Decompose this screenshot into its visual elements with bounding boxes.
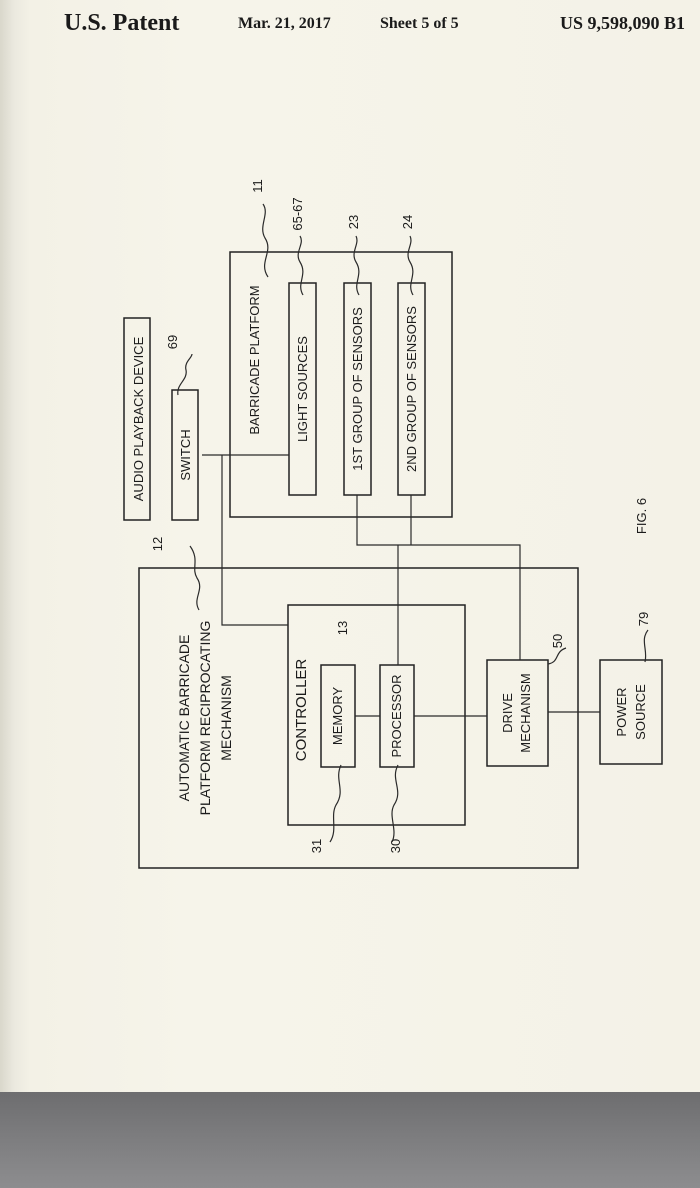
power-label-line1: POWER — [614, 687, 629, 736]
switch-label: SWITCH — [178, 429, 193, 480]
second-group-sensors-label: 2ND GROUP OF SENSORS — [404, 306, 419, 472]
drive-label-line1: DRIVE — [500, 693, 515, 733]
light-sources-label: LIGHT SOURCES — [295, 336, 310, 442]
ref-num-second-group: 24 — [400, 215, 415, 229]
mechanism-label-line1: AUTOMATIC BARRICADE — [176, 635, 192, 802]
ref-num-processor: 30 — [388, 839, 403, 853]
mechanism-label-line3: MECHANISM — [218, 675, 234, 761]
ref-num-switch: 69 — [165, 335, 180, 349]
scanner-bed-background — [0, 1092, 700, 1188]
ref-num-mechanism: 12 — [150, 537, 165, 551]
ref-num-platform: 11 — [250, 179, 265, 193]
mechanism-label-line2: PLATFORM RECIPROCATING — [197, 621, 213, 816]
processor-label: PROCESSOR — [389, 674, 404, 757]
ref-num-memory: 31 — [309, 839, 324, 853]
controller-label: CONTROLLER — [293, 659, 310, 762]
audio-playback-device-label: AUDIO PLAYBACK DEVICE — [131, 336, 146, 501]
power-label-line2: SOURCE — [633, 684, 648, 740]
ref-num-drive: 50 — [550, 634, 565, 648]
drive-label-line2: MECHANISM — [518, 673, 533, 752]
barricade-platform-label: BARRICADE PLATFORM — [247, 285, 262, 434]
memory-label: MEMORY — [330, 687, 345, 746]
ref-num-controller: 13 — [335, 621, 350, 635]
ref-num-light-sources: 65-67 — [290, 197, 305, 230]
controller-box — [288, 605, 465, 825]
ref-num-first-group: 23 — [346, 215, 361, 229]
power-source-box — [600, 660, 662, 764]
ref-num-power: 79 — [636, 612, 651, 626]
block-diagram-fig6: AUDIO PLAYBACK DEVICE SWITCH BARRICADE P… — [0, 0, 700, 1092]
figure-caption: FIG. 6 — [634, 498, 649, 534]
first-group-sensors-label: 1ST GROUP OF SENSORS — [350, 307, 365, 471]
